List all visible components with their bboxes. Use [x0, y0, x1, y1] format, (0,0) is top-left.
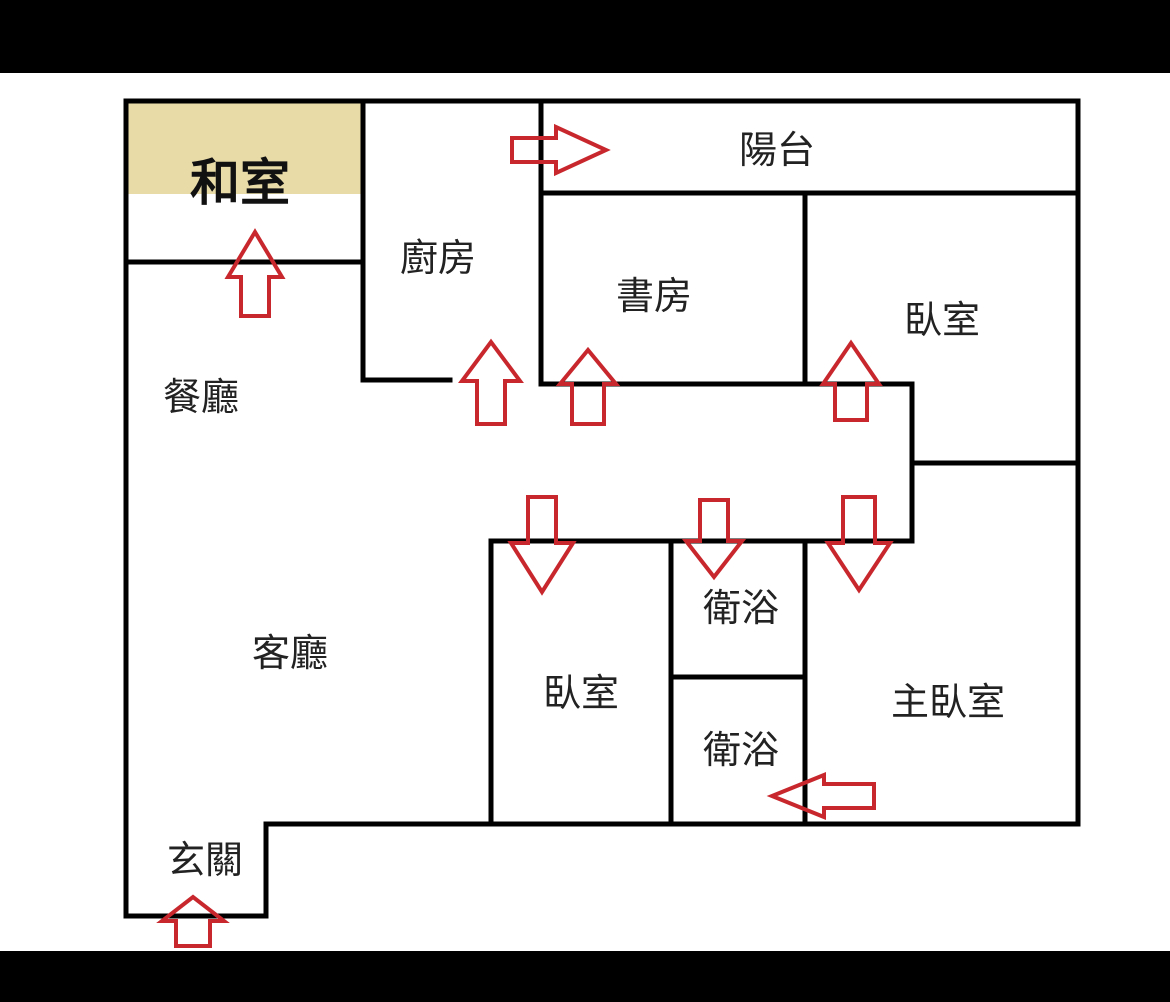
arrow-up-entrance	[156, 894, 230, 948]
arrows	[156, 123, 894, 948]
label-washitsu: 和室	[190, 153, 290, 212]
label-bath-1: 衛浴	[703, 586, 779, 630]
label-dining: 餐廳	[163, 375, 239, 419]
washitsu-highlight	[126, 102, 363, 194]
arrow-down-bedroom-s	[507, 495, 577, 596]
label-master-bedroom: 主臥室	[891, 680, 1005, 724]
label-bedroom-ne: 臥室	[904, 298, 980, 342]
label-study: 書房	[616, 274, 692, 318]
arrow-left-bath	[766, 772, 876, 820]
bottom-black-bar	[0, 951, 1170, 1002]
arrow-down-bath	[681, 498, 747, 581]
label-balcony: 陽台	[739, 128, 815, 172]
arrow-up-kitchen	[458, 338, 524, 426]
outer-wall	[123, 98, 1081, 919]
arrow-down-master	[824, 495, 894, 594]
label-bedroom-s: 臥室	[543, 671, 619, 715]
floorplan-background	[0, 73, 1170, 951]
arrow-up-bedroom-ne	[819, 339, 883, 422]
arrow-right-balcony	[510, 123, 611, 177]
arrow-up-study	[555, 346, 621, 426]
walls	[123, 98, 1081, 919]
label-kitchen: 廚房	[400, 236, 476, 280]
label-bath-2: 衛浴	[703, 728, 779, 772]
room-labels: 和室 廚房 陽台 書房 臥室 餐廳 客廳 臥室 衛浴 衛浴 主臥室 玄關	[163, 128, 1005, 882]
label-entrance: 玄關	[167, 838, 243, 882]
top-black-bar	[0, 0, 1170, 73]
label-living: 客廳	[252, 631, 328, 675]
arrow-up-washitsu	[224, 228, 286, 318]
